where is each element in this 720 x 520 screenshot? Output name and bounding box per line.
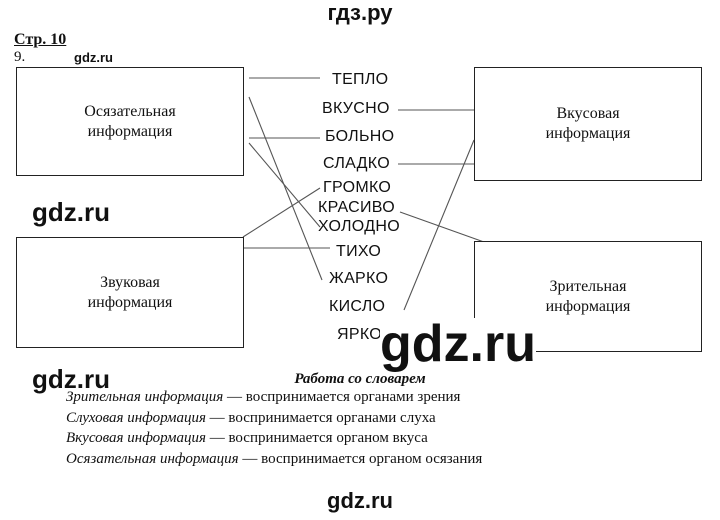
vocab-entry-auditory: Слуховая информация — воспринимается орг…: [66, 410, 436, 427]
line-visual-krasivo: [399, 211, 485, 243]
word-gromko: ГРОМКО: [323, 179, 392, 196]
word-vkusno: ВКУСНО: [322, 100, 390, 117]
box-visual-label: Зрительная информация: [545, 277, 631, 315]
vocabulary-title: Работа со словарем: [294, 371, 426, 387]
box-tactile-label: Осязательная информация: [84, 102, 176, 140]
line-taste-kislo: [403, 139, 475, 311]
vocab-entry-taste: Вкусовая информация — воспринимается орг…: [66, 430, 428, 447]
vocab-entry-visual: Зрительная информация — воспринимается о…: [66, 389, 460, 406]
word-tiho: ТИХО: [336, 243, 382, 260]
word-kislo: КИСЛО: [329, 298, 386, 315]
line-sound-gromko: [242, 187, 321, 238]
watermark-left-2: gdz.ru: [32, 364, 110, 394]
page-reference: Стр. 10: [14, 31, 67, 48]
word-krasivo: КРАСИВО: [318, 199, 395, 216]
box-tactile-info: Осязательная информация: [16, 67, 244, 176]
word-bolno: БОЛЬНО: [325, 128, 395, 145]
box-taste-label: Вкусовая информация: [545, 105, 631, 142]
vocab-definition: — воспринимается органом вкуса: [205, 430, 428, 446]
word-sladko: СЛАДКО: [323, 155, 390, 172]
watermark-small: gdz.ru: [74, 50, 113, 65]
watermark-top: гдз.ру: [327, 0, 393, 25]
box-taste-info: Вкусовая информация: [474, 67, 702, 181]
vocab-term: Вкусовая информация: [66, 430, 206, 446]
vocab-definition: — воспринимается органами слуха: [205, 410, 436, 426]
vocab-term: Осязательная информация: [66, 451, 239, 467]
word-holodno: ХОЛОДНО: [318, 218, 400, 235]
watermark-left-1: gdz.ru: [32, 197, 110, 227]
box-sound-label: Звуковая информация: [87, 273, 173, 311]
line-tactile-zharko: [248, 96, 323, 281]
box-sound-info: Звуковая информация: [16, 237, 244, 348]
task-number: 9.: [14, 49, 26, 65]
word-yarko: ЯРКО: [337, 326, 383, 343]
vocab-definition: — воспринимается органом осязания: [238, 451, 483, 467]
vocab-definition: — воспринимается органами зрения: [223, 389, 461, 405]
vocab-entry-tactile: Осязательная информация — воспринимается…: [66, 451, 482, 468]
word-zharko: ЖАРКО: [329, 270, 389, 287]
watermark-center: gdz.ru: [380, 315, 536, 373]
vocab-term: Слуховая информация: [66, 410, 206, 426]
watermark-bottom: gdz.ru: [327, 488, 393, 513]
word-teplo: ТЕПЛО: [332, 71, 389, 88]
vocab-term: Зрительная информация: [66, 389, 224, 405]
